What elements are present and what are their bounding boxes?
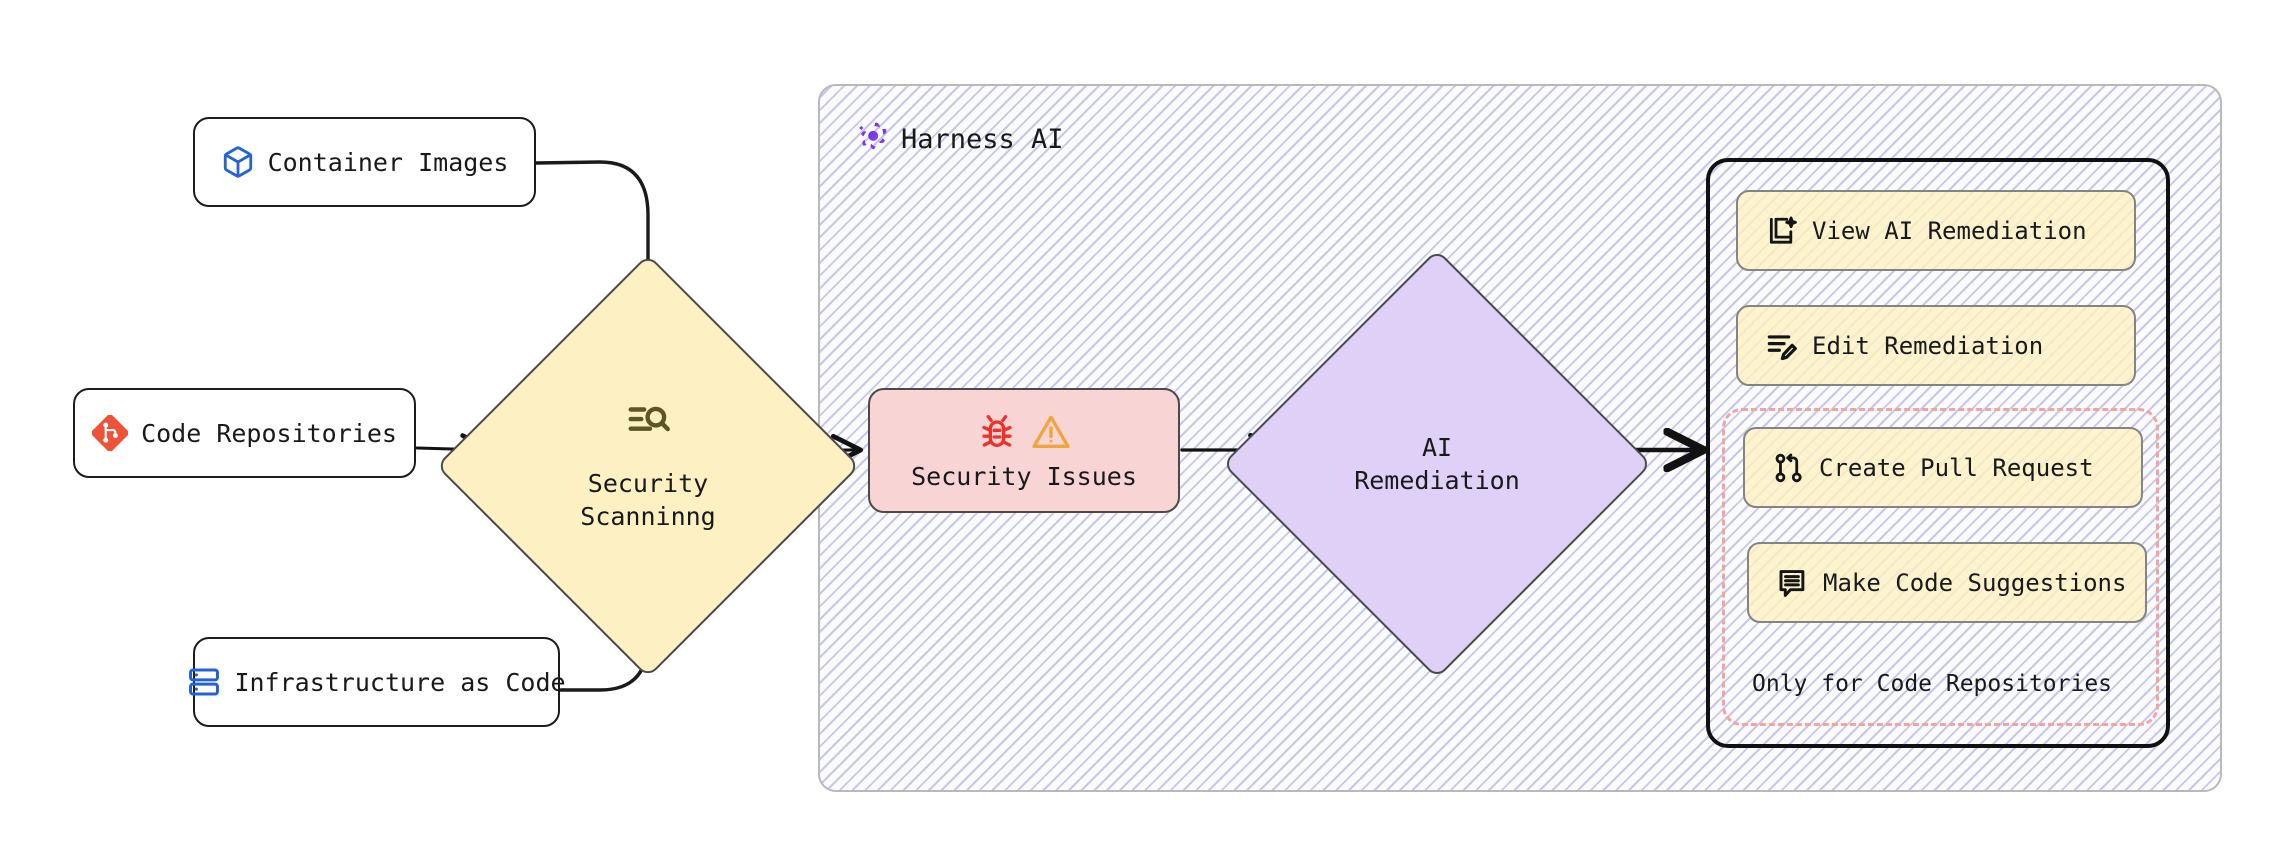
node-infrastructure-as-code[interactable]: Infrastructure as Code — [189, 637, 566, 727]
container-images-label: Container Images — [267, 147, 509, 177]
code-repositories-label: Code Repositories — [141, 418, 397, 448]
actions-container — [1706, 158, 2170, 748]
lines-pencil-icon — [1766, 330, 1798, 362]
action-create-pull-request[interactable]: Create Pull Request — [1743, 427, 2143, 508]
node-container-images[interactable]: Container Images — [193, 117, 536, 207]
bug-icon — [977, 412, 1017, 456]
git-pull-request-icon — [1773, 452, 1805, 484]
ai-remediation-shape — [1222, 249, 1652, 679]
security-scanning-shape — [435, 253, 861, 679]
harness-ai-title-label: Harness AI — [901, 124, 1064, 155]
git-icon — [92, 415, 129, 451]
server-stack-icon — [187, 665, 221, 699]
node-security-scanning[interactable]: Security Scanninng — [435, 253, 861, 679]
action-view-ai-remediation[interactable]: View AI Remediation — [1736, 190, 2136, 271]
view-ai-remediation-label: View AI Remediation — [1812, 216, 2087, 245]
action-edit-remediation[interactable]: Edit Remediation — [1736, 305, 2136, 386]
document-sparkle-icon — [1766, 215, 1798, 247]
make-code-suggestions-label: Make Code Suggestions — [1823, 568, 2127, 597]
repo-only-group-label: Only for Code Repositories — [1752, 671, 2113, 697]
create-pull-request-label: Create Pull Request — [1819, 453, 2094, 482]
cube-icon — [221, 145, 255, 179]
harness-ai-title: Harness AI — [856, 119, 1064, 160]
node-code-repositories[interactable]: Code Repositories — [73, 388, 416, 478]
node-security-issues[interactable]: Security Issues — [868, 388, 1180, 513]
security-issues-label: Security Issues — [911, 462, 1137, 491]
harness-pinwheel-icon — [856, 119, 890, 160]
edit-remediation-label: Edit Remediation — [1812, 331, 2044, 360]
infrastructure-as-code-label: Infrastructure as Code — [234, 667, 566, 697]
node-ai-remediation[interactable]: AI Remediation — [1222, 249, 1652, 679]
action-make-code-suggestions[interactable]: Make Code Suggestions — [1747, 542, 2147, 623]
warning-triangle-icon — [1031, 412, 1071, 456]
comment-lines-icon — [1777, 567, 1809, 599]
repo-only-group — [1722, 408, 2159, 726]
